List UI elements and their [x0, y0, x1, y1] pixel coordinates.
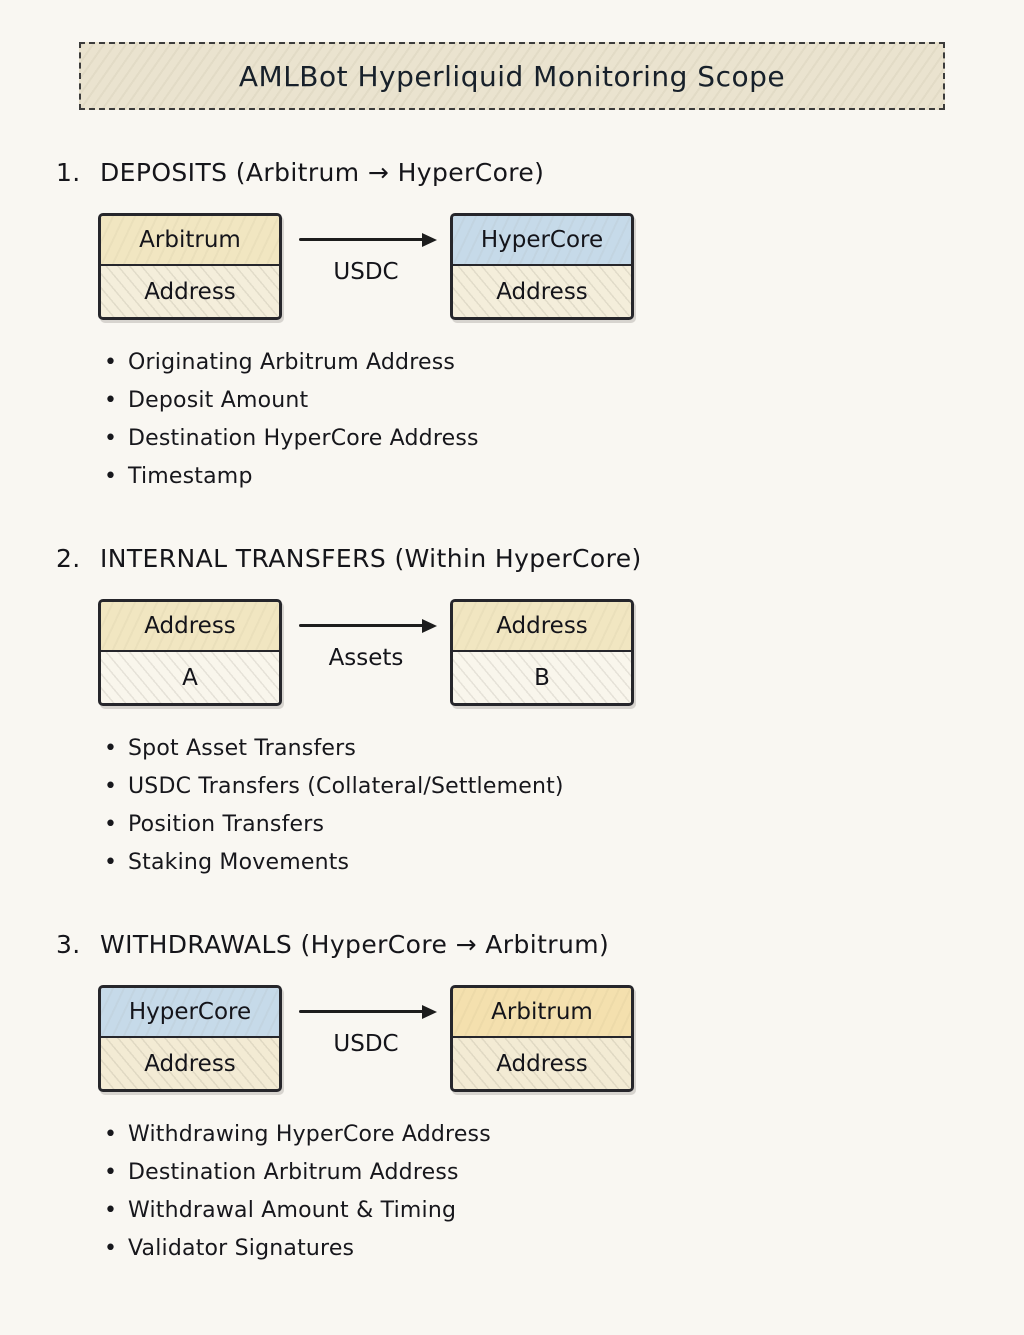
node-top-label: Arbitrum: [101, 216, 279, 266]
section-heading: 1. DEPOSITS (Arbitrum → HyperCore): [56, 158, 984, 187]
section-heading: 3. WITHDRAWALS (HyperCore → Arbitrum): [56, 930, 984, 959]
node-bottom-label: B: [453, 652, 631, 703]
bullet-list: Withdrawing HyperCore Address Destinatio…: [102, 1116, 984, 1268]
flow-arrow: USDC: [282, 213, 450, 285]
arrow-head-icon: [422, 618, 437, 633]
section-heading: 2. INTERNAL TRANSFERS (Within HyperCore): [56, 544, 984, 573]
bullet-item: Staking Movements: [102, 844, 984, 882]
bullet-list: Originating Arbitrum Address Deposit Amo…: [102, 344, 984, 496]
right-arrow-icon: [299, 232, 437, 247]
arbitrum-address-node: Arbitrum Address: [450, 985, 634, 1092]
bullet-item: Destination HyperCore Address: [102, 420, 984, 458]
address-a-node: Address A: [98, 599, 282, 706]
arrow-head-icon: [422, 232, 437, 247]
node-bottom-label: Address: [453, 1038, 631, 1089]
section-title: WITHDRAWALS (HyperCore → Arbitrum): [100, 930, 610, 959]
bullet-item: Position Transfers: [102, 806, 984, 844]
right-arrow-icon: [299, 618, 437, 633]
hypercore-address-node: HyperCore Address: [450, 213, 634, 320]
bullet-item: Originating Arbitrum Address: [102, 344, 984, 382]
bullet-item: Deposit Amount: [102, 382, 984, 420]
arrow-label: Assets: [328, 645, 404, 671]
bullet-item: Destination Arbitrum Address: [102, 1154, 984, 1192]
address-b-node: Address B: [450, 599, 634, 706]
hypercore-address-node: HyperCore Address: [98, 985, 282, 1092]
node-bottom-label: Address: [101, 266, 279, 317]
section-deposits: 1. DEPOSITS (Arbitrum → HyperCore) Arbit…: [40, 158, 984, 496]
bullet-item: Validator Signatures: [102, 1230, 984, 1268]
section-internal-transfers: 2. INTERNAL TRANSFERS (Within HyperCore)…: [40, 544, 984, 882]
node-top-label: Address: [453, 602, 631, 652]
flow-row: Arbitrum Address USDC HyperCore Address: [98, 213, 984, 320]
node-top-label: HyperCore: [101, 988, 279, 1038]
section-number: 1.: [56, 158, 81, 187]
bullet-item: Spot Asset Transfers: [102, 730, 984, 768]
page-title: AMLBot Hyperliquid Monitoring Scope: [238, 59, 786, 93]
arrow-head-icon: [422, 1004, 437, 1019]
section-title: DEPOSITS (Arbitrum → HyperCore): [100, 158, 545, 187]
node-top-label: Address: [101, 602, 279, 652]
flow-arrow: USDC: [282, 985, 450, 1057]
bullet-item: Withdrawing HyperCore Address: [102, 1116, 984, 1154]
section-title: INTERNAL TRANSFERS (Within HyperCore): [100, 544, 642, 573]
node-top-label: HyperCore: [453, 216, 631, 266]
node-bottom-label: A: [101, 652, 279, 703]
node-bottom-label: Address: [101, 1038, 279, 1089]
section-number: 3.: [56, 930, 81, 959]
bullet-item: Timestamp: [102, 458, 984, 496]
bullet-item: Withdrawal Amount & Timing: [102, 1192, 984, 1230]
node-bottom-label: Address: [453, 266, 631, 317]
arrow-label: USDC: [333, 259, 399, 285]
flow-row: Address A Assets Address B: [98, 599, 984, 706]
arrow-label: USDC: [333, 1031, 399, 1057]
section-withdrawals: 3. WITHDRAWALS (HyperCore → Arbitrum) Hy…: [40, 930, 984, 1268]
right-arrow-icon: [299, 1004, 437, 1019]
section-number: 2.: [56, 544, 81, 573]
flow-row: HyperCore Address USDC Arbitrum Address: [98, 985, 984, 1092]
node-top-label: Arbitrum: [453, 988, 631, 1038]
arbitrum-address-node: Arbitrum Address: [98, 213, 282, 320]
bullet-list: Spot Asset Transfers USDC Transfers (Col…: [102, 730, 984, 882]
flow-arrow: Assets: [282, 599, 450, 671]
diagram-title-box: AMLBot Hyperliquid Monitoring Scope: [79, 42, 945, 110]
bullet-item: USDC Transfers (Collateral/Settlement): [102, 768, 984, 806]
